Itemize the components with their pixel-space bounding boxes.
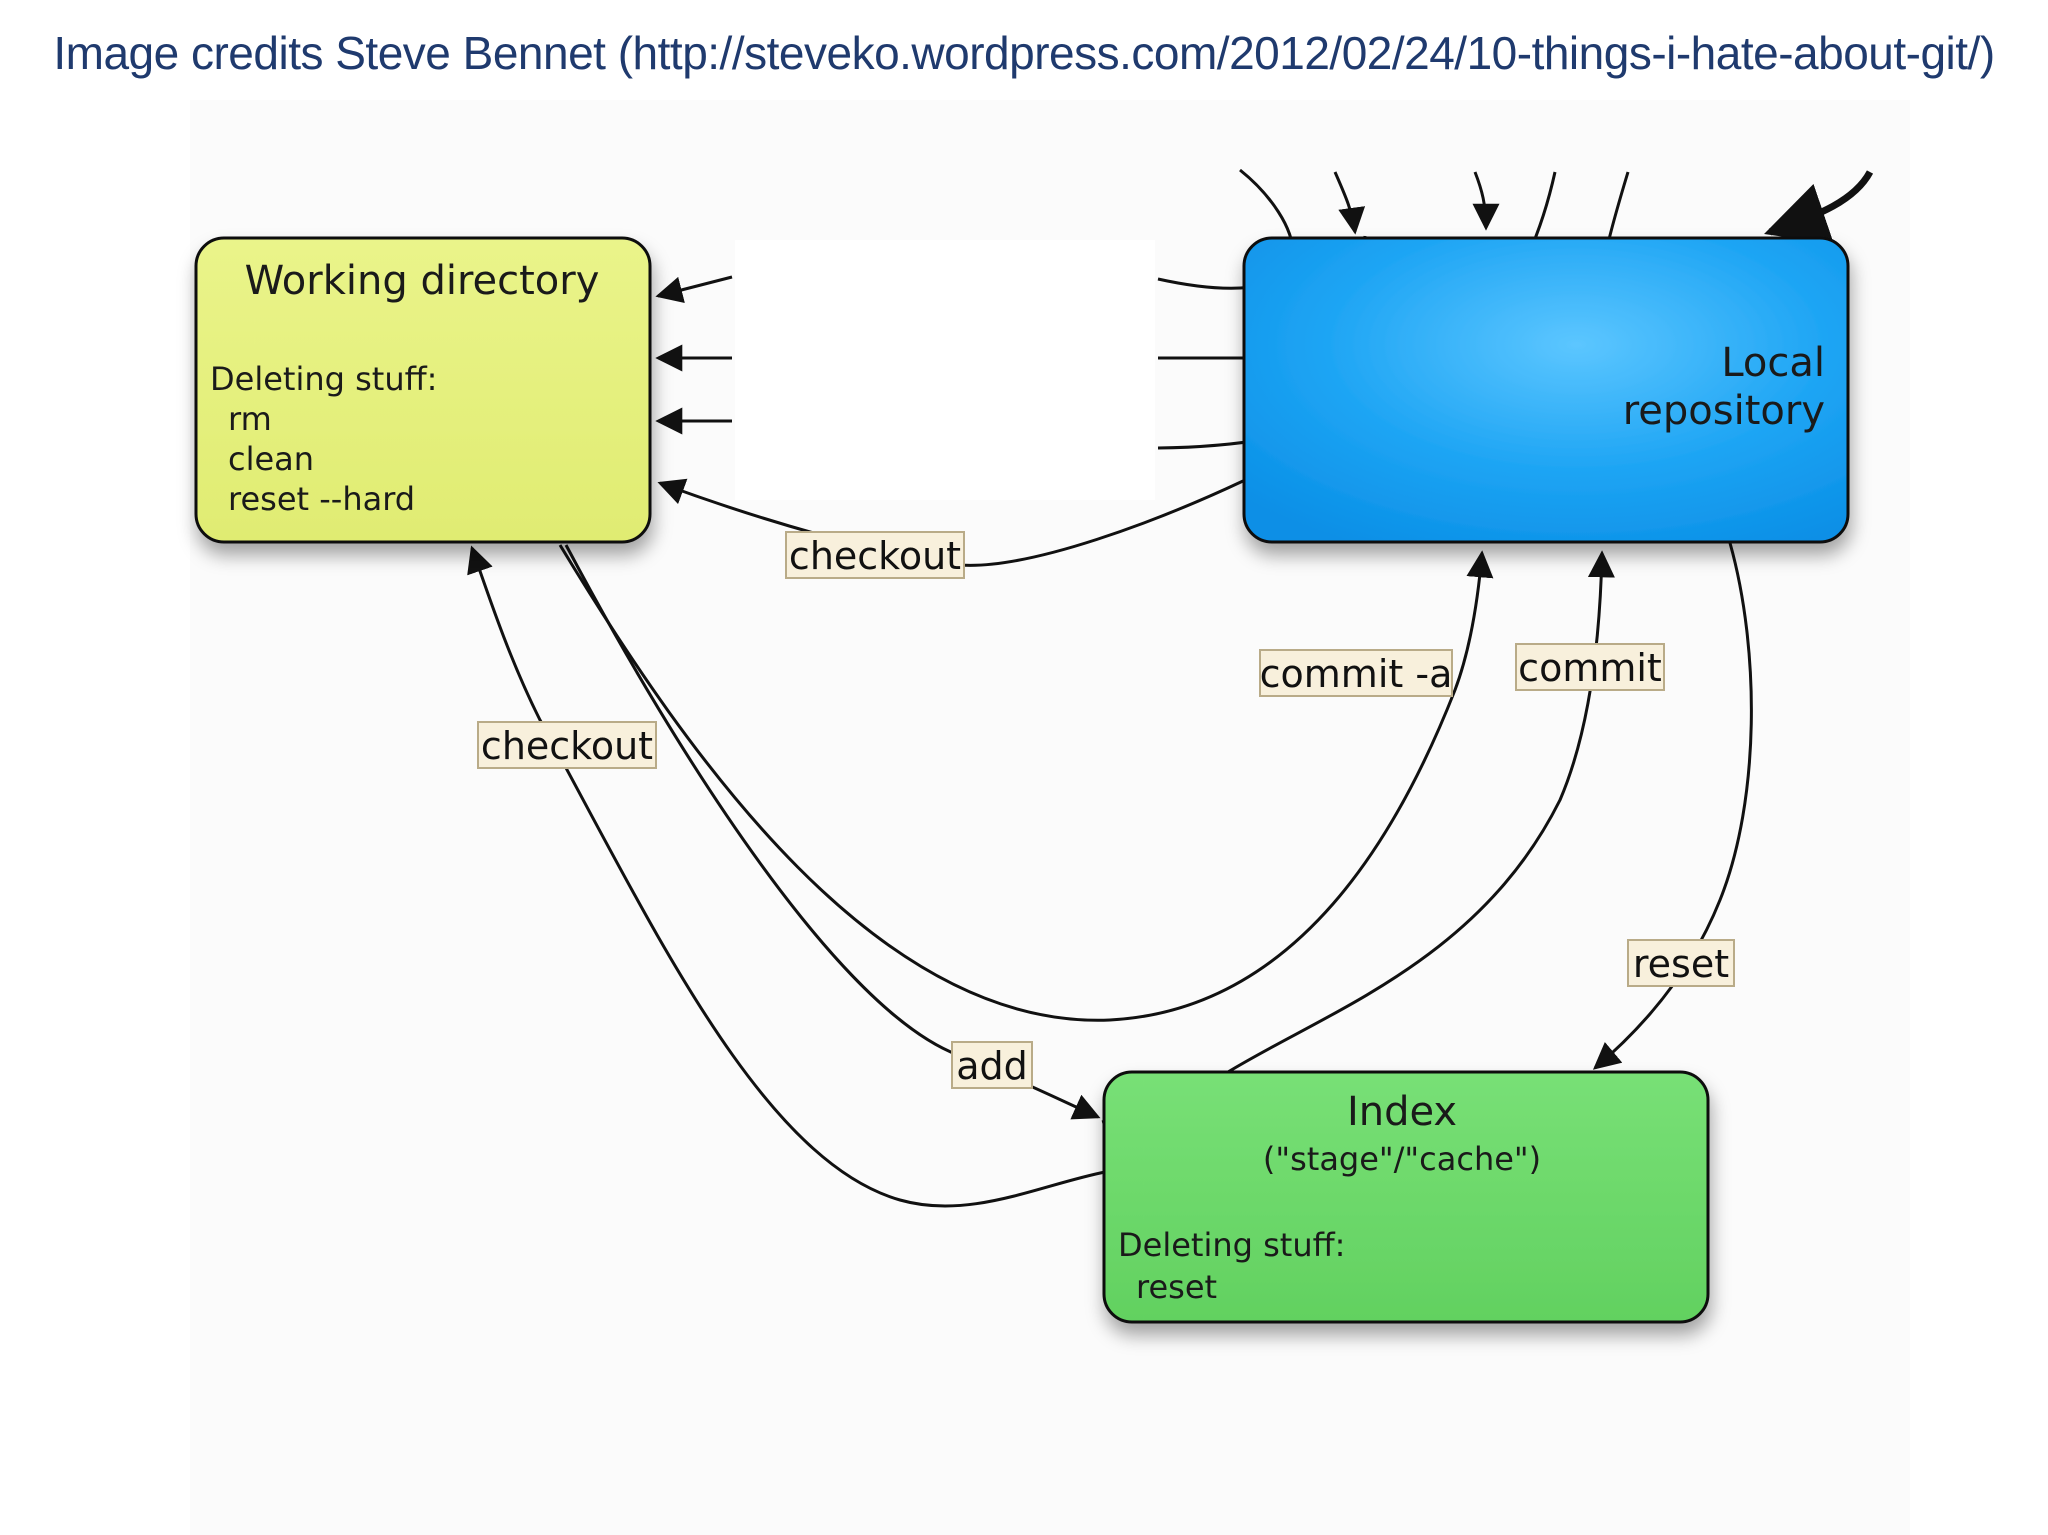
edge-repo-top-1 (1333, 171, 1366, 235)
edge-incoming-1 (655, 275, 733, 304)
svg-text:add: add (956, 1044, 1028, 1088)
edge-add (564, 544, 1101, 1120)
svg-text:checkout: checkout (789, 534, 961, 578)
clip-mask-white (735, 240, 1155, 500)
edge-reset (1592, 542, 1753, 1070)
svg-text:commit -a: commit -a (1260, 652, 1453, 696)
edge-repo-top-2 (1472, 171, 1500, 231)
index-subtitle: ("stage"/"cache") (1263, 1140, 1541, 1178)
index-section: Deleting stuff: (1118, 1226, 1345, 1264)
wd-title: Working directory (245, 258, 600, 304)
index-item-reset: reset (1136, 1268, 1217, 1306)
edge-commit-a (558, 544, 1494, 1022)
wd-item-rm: rm (228, 400, 272, 438)
node-index (1102, 1070, 1710, 1324)
svg-text:reset: reset (1633, 942, 1729, 986)
image-credit: Image credits Steve Bennet (http://steve… (53, 27, 1995, 79)
label-checkout-repo-wd: checkout (785, 531, 965, 579)
node-local-repository (1242, 236, 1850, 544)
index-title: Index (1347, 1089, 1457, 1135)
label-commit-a: commit -a (1259, 649, 1453, 697)
repo-title-line1: Local (1721, 340, 1825, 386)
label-add: add (951, 1041, 1033, 1089)
node-working-directory (194, 236, 652, 544)
edge-checkout-index-wd (467, 545, 1106, 1208)
label-checkout-index-wd: checkout (477, 721, 657, 769)
wd-section: Deleting stuff: (210, 360, 437, 398)
edge-repo-top-bold (1764, 170, 1874, 244)
repo-title-line2: repository (1623, 388, 1825, 434)
wd-item-reset-hard: reset --hard (228, 480, 415, 518)
label-reset: reset (1627, 939, 1735, 987)
label-commit: commit (1515, 643, 1665, 691)
svg-text:checkout: checkout (481, 724, 653, 768)
svg-text:commit: commit (1518, 646, 1662, 690)
wd-item-clean: clean (228, 440, 314, 478)
